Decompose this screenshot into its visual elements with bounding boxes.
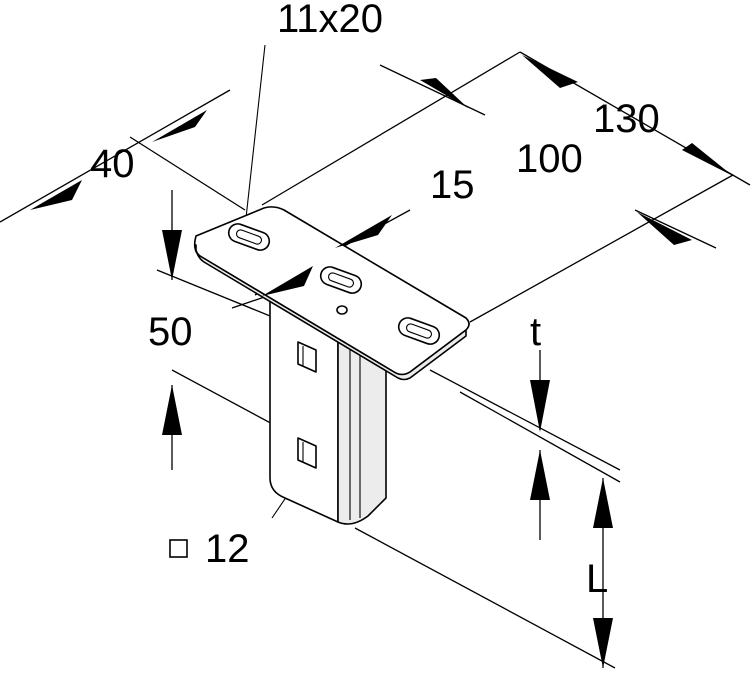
label-length-L: L — [586, 557, 608, 601]
arrow-15-left — [262, 266, 313, 296]
dim-100-extension-front — [634, 209, 717, 249]
arrow-50-bottom — [162, 385, 182, 435]
dim-40-extension-left — [0, 89, 231, 223]
label-height-50: 50 — [148, 310, 193, 354]
label-slot-size: 11x20 — [277, 0, 383, 41]
label-thickness-t: t — [530, 310, 541, 354]
label-length-100: 100 — [516, 137, 583, 181]
slot-right — [397, 317, 441, 345]
labels: 11x20 40 15 100 130 50 t 12 L — [90, 0, 660, 601]
label-square-12: 12 — [205, 527, 250, 571]
label-length-130: 130 — [593, 97, 660, 141]
dim-t-extension-top — [429, 369, 621, 471]
label-width-40: 40 — [90, 142, 135, 186]
center-hole — [336, 305, 348, 315]
arrow-130-left — [522, 55, 578, 88]
arrow-40-left — [30, 180, 82, 210]
dim-100-line — [379, 64, 486, 116]
slot-middle — [319, 266, 363, 294]
top-plate-edge — [194, 244, 467, 381]
arrow-L-bottom — [593, 618, 613, 668]
label-pitch-15: 15 — [430, 163, 475, 207]
dim-40-extension-upper — [129, 136, 246, 211]
arrow-100-right — [420, 78, 468, 108]
square-hole-icon — [169, 539, 188, 558]
slot-left — [227, 223, 271, 251]
dim-L-extension-bottom — [354, 527, 616, 669]
arrow-t-top — [530, 380, 550, 432]
arrow-15-right — [335, 215, 392, 248]
arrow-50-top — [162, 230, 182, 280]
dim-100-extension-back — [261, 51, 521, 206]
arrow-130-right — [682, 143, 733, 176]
slot-leader — [245, 44, 266, 219]
arrow-t-bottom — [530, 450, 550, 500]
arrow-40-top — [152, 110, 207, 142]
post-front-face — [269, 297, 339, 523]
arrow-100-front — [637, 212, 692, 245]
dim-130-extension-front — [469, 174, 734, 323]
dim-40-extension-lower — [156, 269, 276, 319]
arrow-L-top — [593, 478, 613, 528]
arrowheads — [30, 55, 733, 668]
dim-t-extension-bottom — [459, 391, 621, 483]
bracket — [193, 206, 470, 525]
